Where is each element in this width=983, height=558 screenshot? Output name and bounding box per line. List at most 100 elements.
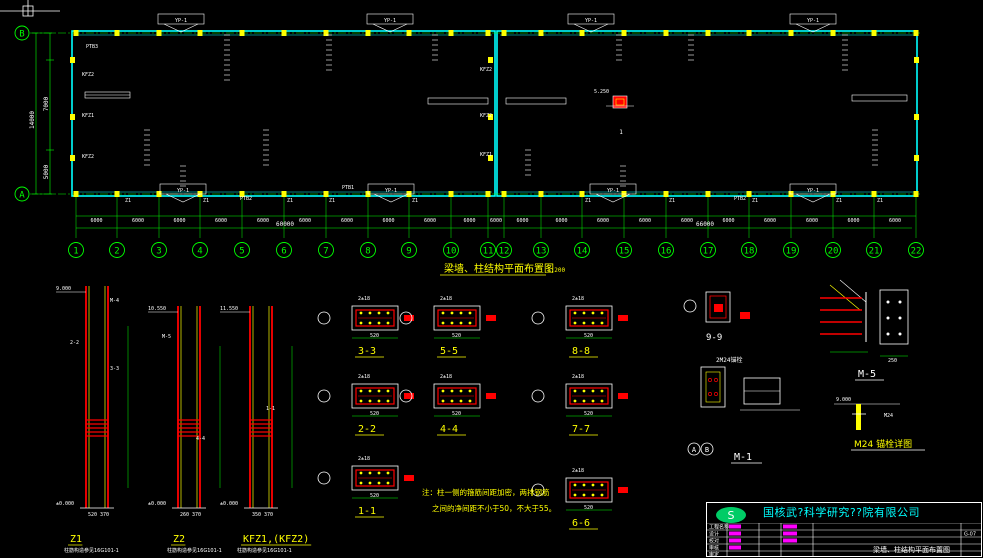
- axis-number: 7: [323, 247, 328, 257]
- section-bubble: [399, 311, 413, 325]
- column-mark: [448, 191, 454, 197]
- column-mark: [485, 30, 491, 36]
- column-tag: Z1: [585, 198, 591, 204]
- column-mark: [705, 30, 711, 36]
- dim-depth-low: 5000: [43, 164, 50, 179]
- axis-number: 17: [703, 247, 714, 257]
- column-ref: 柱筋构造参见16G101-1: [237, 547, 292, 554]
- lintel-arrow: [372, 23, 408, 33]
- column-mark: [914, 114, 919, 120]
- tb-row-check: 校对: [709, 538, 719, 545]
- section-rebar-label: 2±18: [572, 374, 584, 380]
- column-tag: Z1: [203, 198, 209, 204]
- rebar-dot: [359, 321, 363, 325]
- m1-axis-a: [687, 442, 701, 456]
- rebar-dot: [359, 399, 363, 403]
- bay-dimension: 6000: [597, 218, 609, 224]
- lintel-box: [789, 183, 837, 195]
- m1-axis-b: [700, 442, 714, 456]
- bay-dimension: 6000: [889, 218, 901, 224]
- rebar-dot: [368, 481, 372, 485]
- lintel-tag: YP-1: [177, 188, 189, 194]
- rebar-dot: [582, 389, 586, 393]
- m1-title: M-1: [734, 452, 752, 463]
- column-mark: [488, 114, 493, 120]
- rebar-dot: [600, 493, 604, 497]
- section-rebar-label: 2±18: [358, 296, 370, 302]
- column-mark: [914, 57, 919, 63]
- tb-row-approve: 审定: [709, 551, 719, 557]
- section-dim: 520: [370, 333, 379, 339]
- rebar-dot: [377, 311, 381, 315]
- column-mark: [239, 191, 245, 197]
- rebar-dot: [441, 399, 445, 403]
- bay-dimension: 6000: [424, 218, 436, 224]
- column-mark: [830, 30, 836, 36]
- section-title: 3-3: [358, 346, 376, 357]
- axis-number: 5: [239, 247, 244, 257]
- rebar-dot: [359, 481, 363, 485]
- column-mark: [663, 191, 669, 197]
- section-marker: [404, 475, 414, 481]
- column-mark: [488, 155, 493, 161]
- note-line-2: 之间的净间距不小于50，不大于55。: [432, 503, 556, 513]
- bay-dimension: 6000: [257, 218, 269, 224]
- column-tag: Z1: [752, 198, 758, 204]
- column-mark: [579, 30, 585, 36]
- column-name: Z1: [70, 534, 82, 545]
- rebar-dot: [582, 483, 586, 487]
- rebar-dot: [386, 321, 390, 325]
- column-base-level: ±0.000: [148, 501, 166, 507]
- axis-number: 19: [786, 247, 797, 257]
- bay-dimension: 6000: [555, 218, 567, 224]
- section-stirrup: [569, 387, 609, 405]
- column-tag: Z1: [125, 198, 131, 204]
- rebar-dot: [591, 493, 595, 497]
- rebar-dot: [368, 321, 372, 325]
- column-mark: [871, 30, 877, 36]
- lintel-tag: YP-1: [384, 18, 396, 24]
- lintel-arrow: [595, 193, 631, 203]
- axis-bubble: [574, 242, 590, 258]
- section-title: 6-6: [572, 518, 590, 529]
- column-mark: [156, 30, 162, 36]
- column-mark: [871, 191, 877, 197]
- rebar-dot: [368, 311, 372, 315]
- axis-bubble: [360, 242, 376, 258]
- axis-number: 9: [406, 247, 411, 257]
- plan-detail-strips: [84, 91, 908, 105]
- lintel-arrow: [795, 23, 831, 33]
- column-mark: [705, 191, 711, 197]
- rebar-dot: [459, 321, 463, 325]
- column-mark: [323, 30, 329, 36]
- axis-number: 8: [365, 247, 370, 257]
- detail-m5: 250 M-5: [820, 279, 909, 381]
- axis-bubble: [908, 242, 924, 258]
- m24-bolt: [856, 404, 861, 430]
- section-marker: [486, 315, 496, 321]
- axis-bubble: [401, 242, 417, 258]
- section-marker: [404, 315, 414, 321]
- column-size-a: 350: [252, 512, 261, 518]
- column-mark: [538, 30, 544, 36]
- section-9-9: 9-9: [683, 291, 750, 343]
- section-dim: 520: [452, 411, 461, 417]
- axis-bubble-a: A: [14, 186, 30, 202]
- axis-number: 4: [197, 247, 202, 257]
- axis-number: 13: [536, 247, 547, 257]
- m5-dim: 250: [888, 358, 897, 364]
- left-dimension-chain: [32, 32, 54, 195]
- axis-number: 15: [619, 247, 630, 257]
- column-mark: [70, 155, 75, 161]
- section-marker: [404, 393, 414, 399]
- lintel-box: [157, 13, 205, 25]
- svg-text:S: S: [728, 509, 735, 522]
- axis-number: 3: [156, 247, 161, 257]
- rebar-dot: [468, 321, 472, 325]
- axis-number: 2: [114, 247, 119, 257]
- rebar-dot: [468, 399, 472, 403]
- lintel-tag: YP-1: [607, 188, 619, 194]
- section-stirrup: [355, 309, 395, 327]
- section-dim: 520: [452, 333, 461, 339]
